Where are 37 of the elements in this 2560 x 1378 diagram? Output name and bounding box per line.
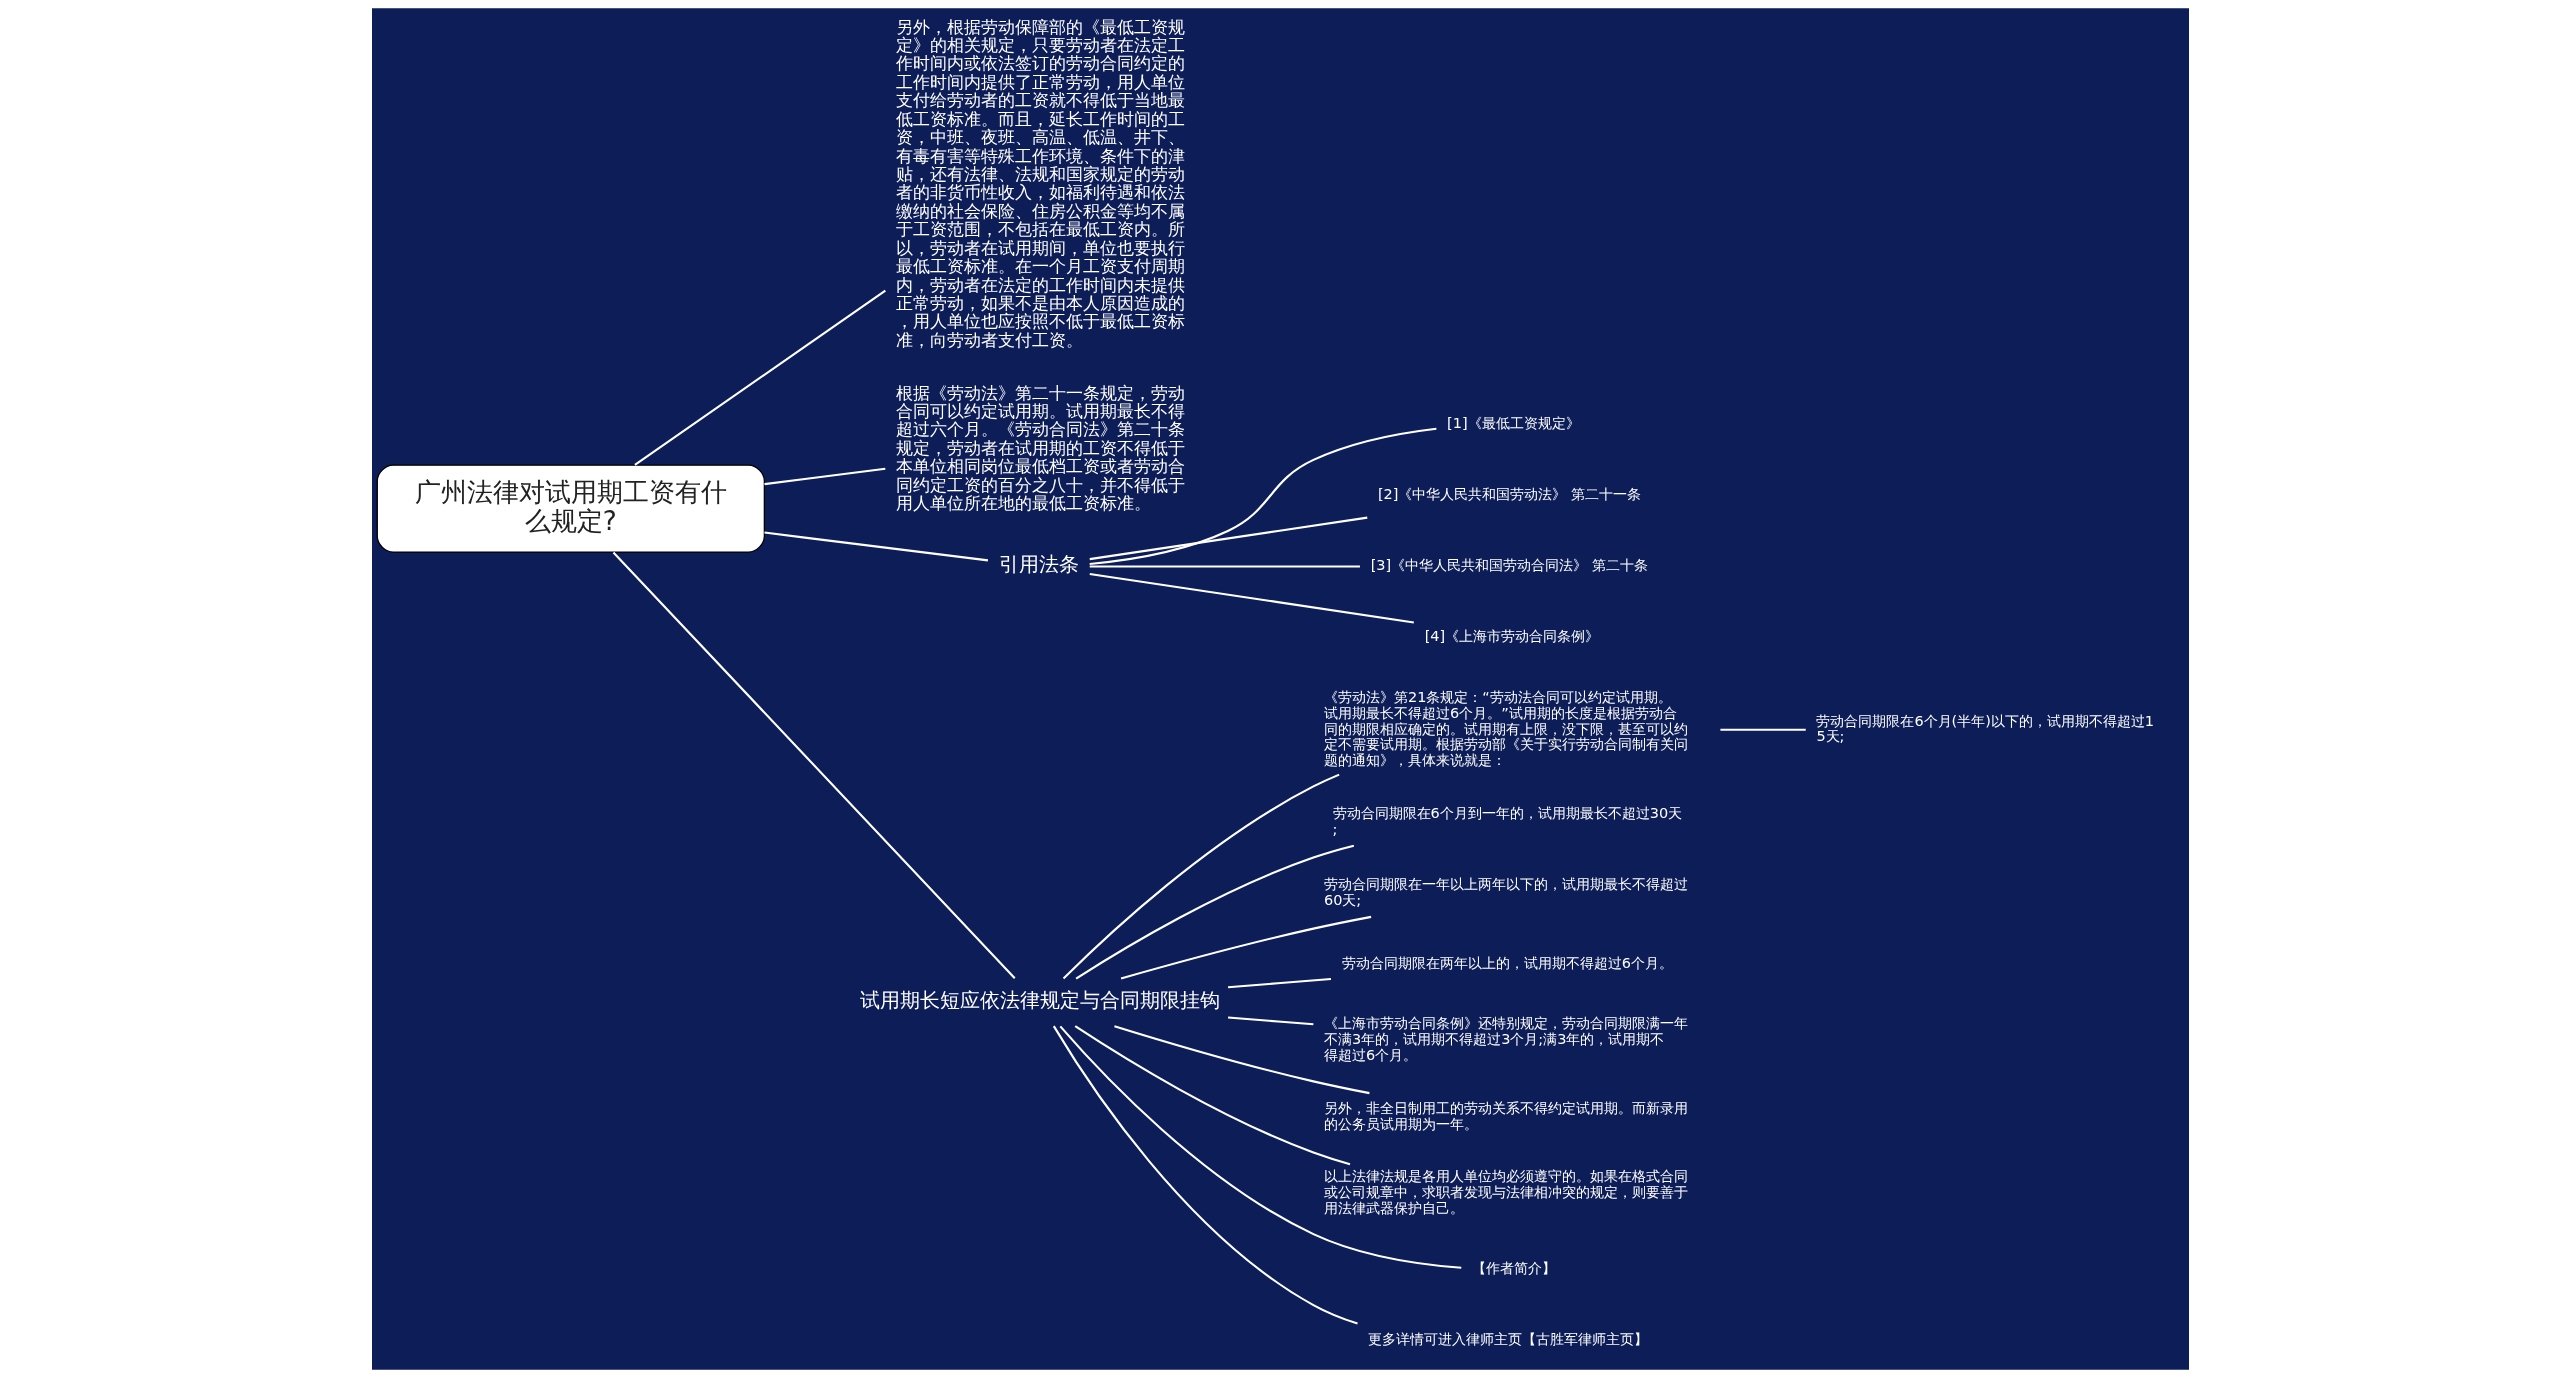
connector — [1074, 1025, 1350, 1166]
node-text: 根据《劳动法》第二十一条规定，劳动合同可以约定试用期。试用期最长不得超过六个月。《劳动合同法》第二十条规定，劳动者在试用期的工资不得低于本单位相同岗位最低档工资或者劳动合同约定工资的百分之八十，并不得低于用人单位所在地的最低工资标准。 — [895, 382, 1185, 514]
connector — [763, 467, 885, 486]
connector — [1719, 728, 1806, 731]
node-text: 劳动合同期限在6个月(半年)以下的，试用期不得超过15天; — [1815, 712, 2154, 745]
connector — [633, 289, 886, 466]
connector — [1089, 565, 1360, 568]
connector — [1089, 572, 1414, 624]
node-box: 广州法律对试用期工资有什么规定? — [376, 464, 765, 553]
node-text: 劳动合同期限在两年以上的，试用期不得超过6个月。 — [1341, 954, 1673, 971]
node-text: 劳动合同期限在6个月到一年的，试用期最长不超过30天; — [1332, 804, 1682, 837]
connector — [1059, 1025, 1461, 1269]
connector — [1089, 516, 1367, 561]
node-text: [4]《上海市劳动合同条例》 — [1424, 628, 1599, 645]
node-text: 劳动合同期限在一年以上两年以下的，试用期最长不得超过60天; — [1323, 875, 1688, 908]
connector — [1227, 977, 1331, 989]
connector — [1052, 1025, 1358, 1325]
node-text: [1]《最低工资规定》 — [1446, 415, 1580, 432]
connector — [1120, 915, 1371, 980]
connector — [1062, 773, 1340, 980]
node-text: 【作者简介】 — [1471, 1260, 1556, 1277]
node-text: 另外，非全日制用工的劳动关系不得约定试用期。而新录用的公务员试用期为一年。 — [1323, 1099, 1688, 1132]
connector — [1089, 427, 1436, 565]
node-text: 以上法律法规是各用人单位均必须遵守的。如果在格式合同或公司规章中，求职者发现与法律相冲突的规定，则要善于用法律武器保护自己。 — [1323, 1168, 1688, 1216]
node-text: 引用法条 — [998, 553, 1079, 577]
node-text: [2]《中华人民共和国劳动法》 第二十一条 — [1377, 486, 1641, 503]
connector — [1113, 1025, 1370, 1095]
node-text: 《劳动法》第21条规定：“劳动法合同可以约定试用期。试用期最长不得超过6个月。”试用期的长度是根据劳动合同的期限相应确定的。试用期有上限，没下限，甚至可以约定不需要试用期。根据劳动部《关于实行劳动合同制有关问题的通知》，具体来说就是： — [1323, 688, 1688, 769]
connector — [612, 551, 1016, 979]
node-text: 另外，根据劳动保障部的《最低工资规定》的相关规定，只要劳动者在法定工作时间内或依法签订的劳动合同约定的工作时间内提供了正常劳动，用人单位支付给劳动者的工资就不得低于当地最低工资标准。而且，延长工作时间的工资，中班、夜班、高温、低温、井下、有毒有害等特殊工作环境、条件下的津贴，还有法律、法规和国家规定的劳动者的非货币性收入，如福利待遇和依法缴纳的社会保险、住房公积金等均不属于工资范围，不包括在最低工资内。所以，劳动者在试用期间，单位也要执行最低工资标准。在一个月工资支付周期内，劳动者在法定的工作时间内未提供正常劳动，如果不是由本人原因造成的，用人单位也应按照不低于最低工资标准，向劳动者支付工资。 — [895, 16, 1185, 350]
node-text: 试用期长短应依法律规定与合同期限挂钩 — [859, 988, 1220, 1012]
node-text: 《上海市劳动合同条例》还特别规定，劳动合同期限满一年不满3年的，试用期不得超过3个月;满3年的，试用期不得超过6个月。 — [1323, 1015, 1688, 1064]
connector — [1075, 844, 1354, 980]
connector — [1227, 1016, 1313, 1026]
node-text: [3]《中华人民共和国劳动合同法》 第二十条 — [1370, 557, 1648, 574]
node-text: 更多详情可进入律师主页【古胜军律师主页】 — [1367, 1331, 1648, 1348]
connector — [763, 531, 988, 562]
